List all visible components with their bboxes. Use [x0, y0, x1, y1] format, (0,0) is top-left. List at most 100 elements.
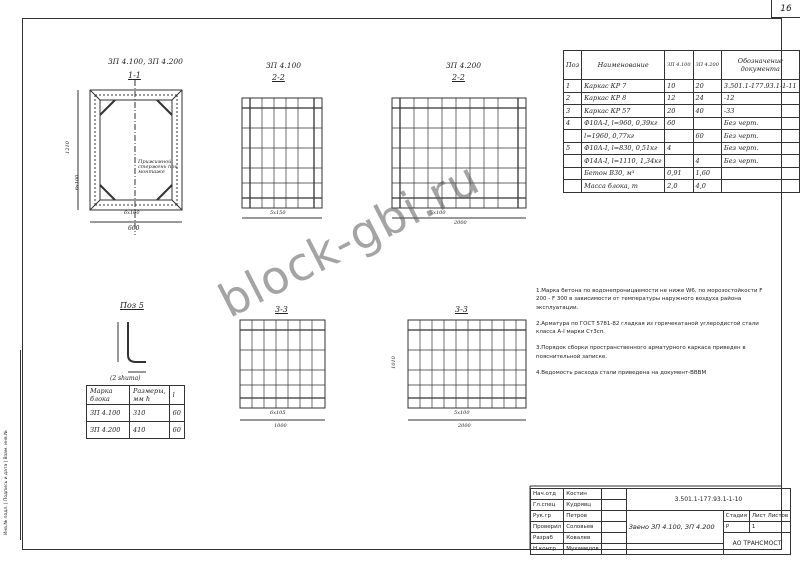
note-4: 4.Ведомость расхода стали приведена на д…	[536, 369, 707, 376]
spec-cell: -33	[720, 104, 800, 118]
spec-cell: 40	[692, 104, 722, 118]
side-stamp: Инв.№ подл. | Подпись и дата | Взам. инв…	[2, 350, 21, 540]
section-3-frame	[391, 97, 527, 209]
spec-cell: 2,0	[664, 179, 694, 193]
spec-cell: Бетон В30, м³	[581, 166, 666, 180]
stamp-role-0: Нач.отд	[529, 488, 565, 500]
dim-v1-height: 1210	[64, 141, 71, 154]
spec-cell: 20	[664, 104, 694, 118]
stamp-role-1: Гл.спец	[529, 499, 565, 511]
sizes-cell: 60	[168, 421, 185, 439]
stamp-name-2: Петров	[563, 510, 602, 522]
spec-header-zp200: ЗП 4.200	[692, 50, 722, 80]
stamp-role-3: Проверил	[529, 521, 565, 533]
stamp-role-5: Н.контр	[529, 543, 565, 555]
spec-cell: 12	[664, 91, 694, 105]
view2-header: ЗП 4.100	[266, 61, 302, 70]
stamp-sheet: 1	[748, 521, 792, 533]
view5-section: 3-3	[455, 305, 468, 314]
stamp-title: Звено ЗП 4.100, ЗП 4.200	[625, 510, 724, 544]
view2-section: 2-2	[272, 73, 285, 82]
dim-v1-inner: 6x100	[124, 210, 140, 216]
spec-cell	[720, 179, 800, 193]
stamp-sheets-label: Листов	[767, 513, 789, 519]
dim-v5-h: 1010	[390, 356, 397, 369]
spec-cell	[692, 116, 722, 130]
spec-header-pos: Поз	[562, 50, 583, 80]
spec-header-doc: Обозначение документа	[720, 50, 800, 80]
spec-cell	[562, 129, 583, 143]
spec-cell: 4	[692, 154, 722, 168]
pos5-note: (2 shuma)	[110, 375, 141, 382]
stamp-role-2: Рук.гр	[529, 510, 565, 522]
dim-v3-a: 5x100	[430, 210, 446, 216]
spec-cell	[562, 179, 583, 193]
spec-cell	[692, 141, 722, 155]
spec-cell: l=1960, 0,77кг	[581, 129, 666, 143]
spec-cell: 3	[562, 104, 583, 118]
specification-table: Поз Наименование ЗП 4.100 ЗП 4.200 Обозн…	[562, 50, 800, 193]
spec-cell: 1,60	[692, 166, 722, 180]
dim-v1-side: 6x100	[74, 174, 81, 191]
sizes-header-mark: Марка блока	[86, 385, 130, 405]
sizes-header-l: l	[168, 385, 185, 405]
spec-cell: 0,91	[664, 166, 694, 180]
stamp-name-0: Костин	[563, 488, 602, 500]
spec-cell: Каркас КР 7	[581, 79, 666, 93]
spec-cell: 60	[692, 129, 722, 143]
notes-block: 1.Марка бетона по водонепроницаемости не…	[536, 287, 774, 385]
spec-header-zp100: ЗП 4.100	[664, 50, 694, 80]
spec-cell: Ф10А-I, l=830, 0,51кг	[581, 141, 666, 155]
section-1-inner	[99, 99, 173, 201]
sizes-cell: 410	[129, 421, 170, 439]
spec-cell	[664, 129, 694, 143]
dim-v1-width: 660	[128, 225, 140, 232]
spec-cell: Без черт.	[720, 129, 800, 143]
sizes-cell: 60	[168, 404, 185, 422]
title-stamp: Нач.отд Костин 3.501.1-177.93.1-1-10 Гл.…	[529, 488, 792, 555]
stamp-stage: Р	[722, 521, 750, 533]
dim-v5-b: 2000	[458, 423, 471, 429]
sizes-cell: 310	[129, 404, 170, 422]
spec-cell: -12	[720, 91, 800, 105]
stamp-stage-label: Стадия	[722, 510, 750, 522]
spec-cell: Каркас КР 8	[581, 91, 666, 105]
view1-section: 1-1	[128, 71, 141, 80]
spec-cell	[562, 166, 583, 180]
stamp-role-4: Разраб	[529, 532, 565, 544]
callout-bar: Прижимной стержень при монтаже	[138, 159, 178, 175]
stamp-code: 3.501.1-177.93.1-1-10	[625, 488, 792, 511]
spec-cell	[562, 154, 583, 168]
spec-cell: 4	[664, 141, 694, 155]
dim-v4-b: 1000	[274, 423, 287, 429]
section-1-outer	[89, 89, 183, 211]
spec-cell: 3.501.1-177.93.1-1-11	[720, 79, 800, 93]
spec-cell	[720, 166, 800, 180]
section-4-frame	[239, 319, 326, 409]
stamp-org: АО ТРАНСМОСТ	[722, 532, 792, 555]
stamp-name-1: Кудрявц	[563, 499, 602, 511]
page-number: 16	[771, 0, 800, 18]
spec-cell: 5	[562, 141, 583, 155]
spec-cell: 60	[664, 116, 694, 130]
sizes-cell: ЗП 4.100	[86, 404, 130, 422]
spec-cell: Каркас КР 57	[581, 104, 666, 118]
spec-cell: 20	[692, 79, 722, 93]
spec-cell: Без черт.	[720, 141, 800, 155]
spec-cell: Без черт.	[720, 154, 800, 168]
view3-section: 2-2	[452, 73, 465, 82]
drawing-frame	[22, 18, 782, 550]
